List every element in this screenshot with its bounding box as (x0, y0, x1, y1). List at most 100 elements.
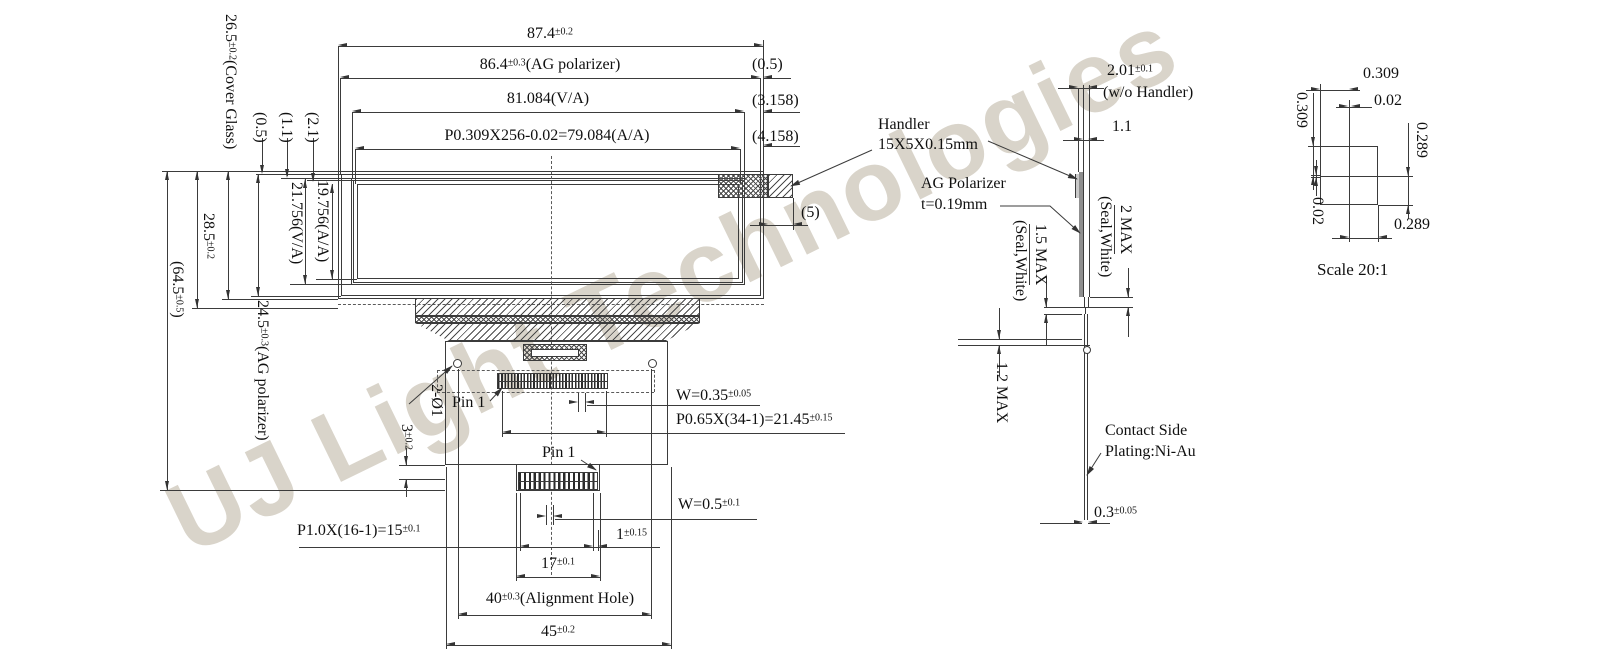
dim-pad-width-bottom: W=0.5±0.1 (678, 496, 741, 513)
arrow (1126, 288, 1130, 297)
arrow (759, 222, 768, 226)
fpc-bond-band-bottom (415, 323, 700, 341)
arrow (662, 642, 671, 646)
dim-line-fpc-t (1040, 523, 1082, 524)
side-fpc-fold (1083, 346, 1091, 354)
arrow (311, 173, 315, 182)
ext-line (256, 174, 341, 175)
leader (262, 138, 263, 172)
dim-right-05: (0.5) (752, 56, 783, 73)
arrow (1044, 314, 1048, 323)
arrow (763, 109, 772, 113)
ext-line (399, 465, 445, 466)
arrow (1069, 85, 1078, 89)
arrow (997, 330, 1001, 339)
bond-pads-midline (497, 381, 608, 382)
side-handler-layer (1075, 174, 1079, 198)
arrow (404, 456, 408, 465)
side-seal-tip (1085, 307, 1086, 314)
handler-bonded-part (718, 174, 768, 198)
arrow (997, 345, 1001, 354)
dim-line-va-height (305, 179, 306, 284)
dim-line-thickness (1058, 88, 1104, 89)
arrow (1406, 167, 1410, 176)
arrow (404, 479, 408, 488)
dim-polarizer-width: 86.4±0.3(AG polarizer) (479, 56, 621, 73)
arrow (793, 222, 802, 226)
arrow (502, 430, 511, 434)
ext-line (338, 46, 339, 171)
arrow (751, 75, 760, 79)
dim-handler-out: (5) (801, 204, 820, 221)
arrow (553, 514, 562, 518)
label-handler-line1: Handler (878, 116, 930, 133)
arrow (1406, 205, 1410, 214)
dim-sub-w: 0.289 (1394, 216, 1430, 233)
hidden-outline (437, 370, 654, 371)
dim-outline-height: 28.5±0.2 (199, 213, 217, 259)
hidden-outline (654, 370, 655, 392)
dim-line (1306, 90, 1360, 91)
side-fpc-tail (1084, 314, 1088, 520)
ext-line (458, 369, 459, 619)
dim-line-aa-height (332, 184, 333, 279)
label-seal-left: 1.5 MAX (1029, 224, 1049, 286)
arrow (569, 400, 578, 404)
dim-line-polarizer-width (340, 78, 760, 79)
dim-aa-height: 19.756(A/A) (313, 180, 331, 263)
dim-line (406, 479, 407, 497)
label-pin1-bottom: Pin 1 (542, 444, 576, 461)
leader (287, 138, 288, 176)
driver-ic-window (531, 349, 579, 357)
dim-line (750, 225, 808, 226)
pixel-detail-centerline (1320, 176, 1378, 177)
ext-line (651, 369, 652, 619)
arrow (1349, 87, 1358, 91)
label-ag-polarizer-line2: t=0.19mm (921, 196, 988, 213)
dim-line-fpc-zone (999, 308, 1000, 339)
label-pin1-top: Pin 1 (452, 394, 486, 411)
leader-contact-side (1086, 452, 1102, 476)
arrow (446, 642, 455, 646)
arrow (1074, 520, 1083, 524)
dim-total-height: (64.5±0.5) (168, 261, 186, 318)
arrow (731, 146, 740, 150)
dim-cover-glass-height: 26.5±0.2(Cover Glass) (221, 14, 239, 150)
ext-line (1378, 205, 1379, 242)
ext-line (1349, 100, 1350, 146)
dim-overall-width: 87.4±0.2 (527, 25, 573, 42)
ext-line (1378, 205, 1413, 206)
dim-line-seal-left (1046, 314, 1047, 345)
dim-line-40 (458, 615, 651, 616)
arrow (735, 109, 744, 113)
ext-line (958, 339, 1082, 340)
dim-fpc-t: 0.3±0.05 (1094, 504, 1137, 521)
dim-line-aa-width (355, 149, 740, 150)
ext-line (760, 78, 761, 174)
dim-line (1332, 238, 1392, 239)
dim-thickness: 2.01±0.1 (1107, 62, 1153, 79)
dim-45: 45±0.2 (541, 623, 575, 640)
dim-px-h: 0.309 (1292, 92, 1310, 128)
label-seal-right: 2 MAX (1114, 205, 1134, 255)
dim-va-height: 21.756(V/A) (287, 182, 305, 265)
arrow (1311, 137, 1315, 146)
leader (587, 405, 760, 406)
pixel-detail-centerline (1349, 146, 1350, 205)
dim-40: 40±0.3(Alignment Hole) (485, 590, 635, 607)
dim-line-pitch-bottom (299, 547, 660, 548)
arrow (1088, 85, 1097, 89)
ext-line (222, 299, 338, 300)
label-seal-right-note: (Seal,White) (1096, 196, 1114, 278)
viewing-area-outline-inner (353, 180, 743, 283)
ext-line (352, 112, 353, 179)
detail-scale-note: Scale 20:1 (1317, 260, 1389, 279)
dim-inset-11: (1.1) (277, 112, 295, 143)
arrow (303, 275, 307, 284)
dim-line-glass-t (1063, 140, 1104, 141)
dim-line-total-height (167, 171, 168, 490)
arrow (330, 270, 334, 279)
dim-pitch-top: P0.65X(34-1)=21.45±0.15 (676, 411, 833, 428)
arrow (338, 43, 347, 47)
dim-gap-left: 0.02 (1308, 197, 1326, 225)
